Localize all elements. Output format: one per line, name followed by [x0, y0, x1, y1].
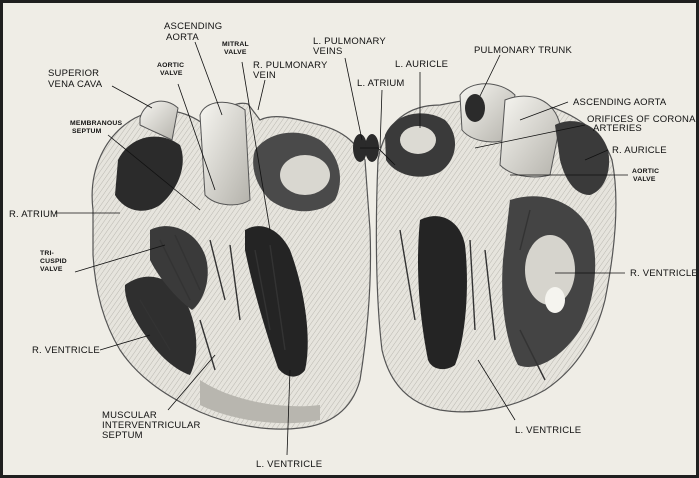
label-ascending-aorta-right: ASCENDING AORTA — [573, 97, 667, 108]
pulmonary-trunk-opening — [465, 94, 485, 122]
leader-l-pulmonary-veins — [345, 58, 362, 140]
leader-ascending-aorta-top — [195, 42, 222, 115]
label-orifices-coronary: ORIFICES OF CORONARY ARTERIES — [587, 114, 696, 134]
left-heart-section — [92, 101, 370, 429]
label-aortic-valve-right: AORTIC VALVE — [632, 168, 661, 183]
atrium-highlight-a — [280, 155, 330, 195]
right-heart-section — [353, 84, 616, 412]
label-l-ventricle-right: L. VENTRICLE — [515, 425, 581, 436]
label-pulmonary-trunk: PULMONARY TRUNK — [474, 45, 572, 56]
leader-superior-vena-cava — [112, 86, 152, 108]
label-r-auricle: R. AURICLE — [612, 145, 667, 156]
label-l-pulmonary-veins: L. PULMONARY VEINS — [313, 36, 389, 57]
label-tricuspid-valve: TRI- CUSPID VALVE — [40, 250, 69, 273]
left-auricle-highlight — [400, 126, 436, 154]
label-l-ventricle-bottom: L. VENTRICLE — [256, 459, 322, 470]
heart-diagram: ASCENDING AORTA SUPERIOR VENA CAVA AORTI… — [3, 3, 696, 475]
label-r-ventricle-right: R. VENTRICLE — [630, 268, 696, 279]
label-r-atrium: R. ATRIUM — [9, 209, 58, 220]
label-ascending-aorta-top: ASCENDING AORTA — [164, 21, 225, 43]
ascending-aorta-stub — [200, 102, 250, 205]
label-mitral-valve: MITRAL VALVE — [222, 41, 251, 56]
label-l-auricle: L. AURICLE — [395, 59, 448, 70]
label-l-atrium: L. ATRIUM — [357, 78, 405, 89]
leader-r-pulmonary-vein — [258, 80, 265, 110]
papillary-spot — [545, 287, 565, 313]
label-r-ventricle-left: R. VENTRICLE — [32, 345, 100, 356]
label-muscular-septum: MUSCULAR INTERVENTRICULAR SEPTUM — [102, 410, 203, 441]
label-superior-vena-cava: SUPERIOR VENA CAVA — [48, 68, 103, 90]
label-aortic-valve-left: AORTIC VALVE — [157, 62, 186, 77]
label-r-pulmonary-vein: R. PULMONARY VEIN — [253, 60, 330, 81]
